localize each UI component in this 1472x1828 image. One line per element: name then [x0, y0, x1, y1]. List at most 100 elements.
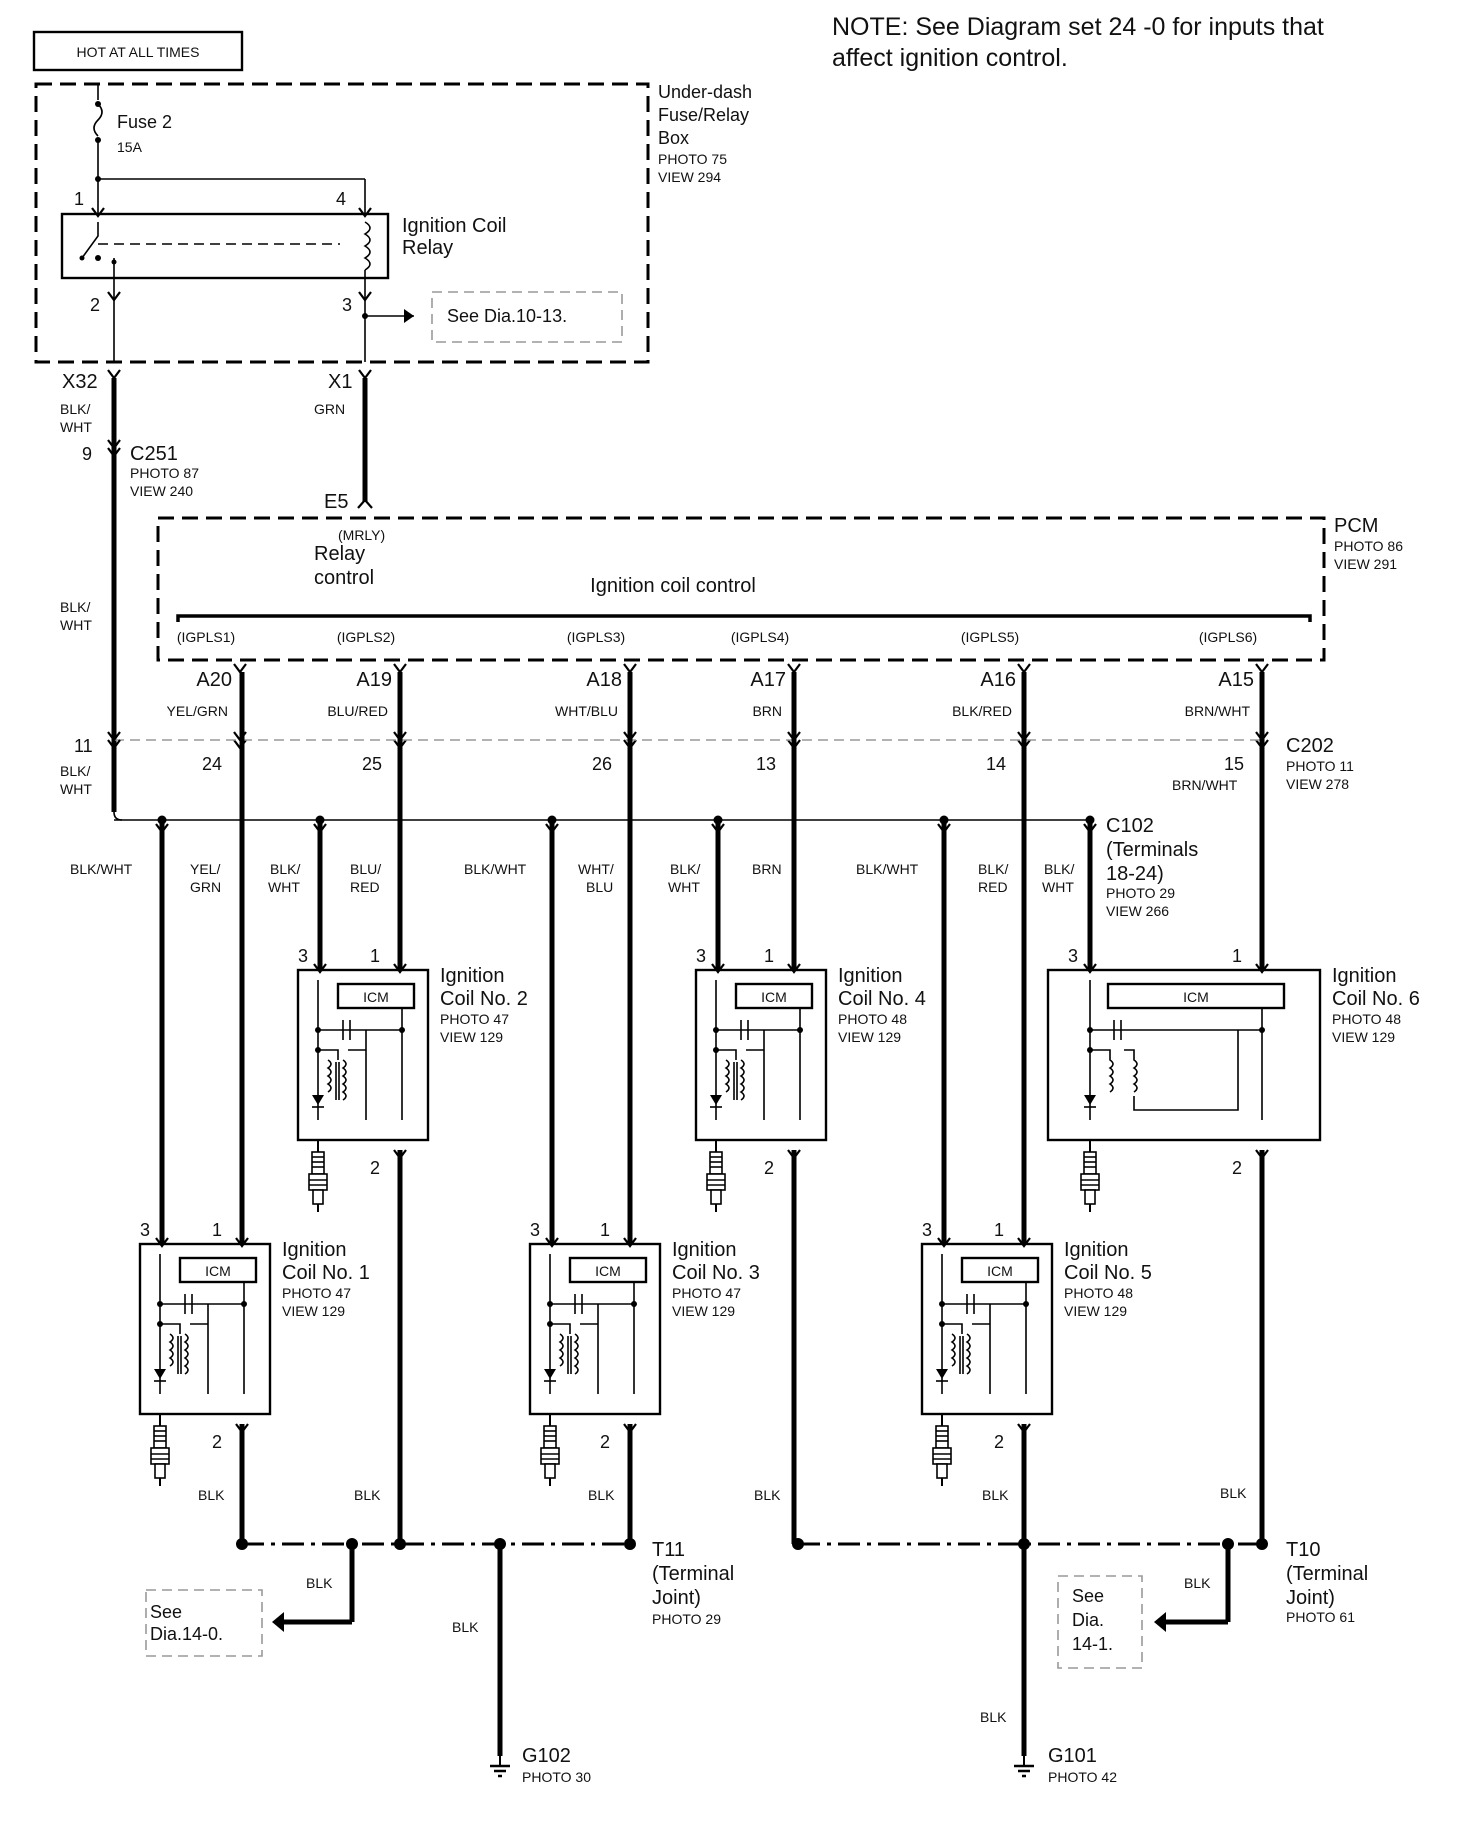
coil-4-pin1-label: 1 [764, 946, 774, 966]
pcm-photo: PHOTO 86 [1334, 538, 1403, 554]
pcm-wire-color-3: WHT/BLU [555, 703, 618, 719]
pcm-igpls-4: (IGPLS4) [731, 629, 789, 645]
c4-pin1-color: BRN [752, 861, 782, 877]
pcm-wire-color-5: BLK/RED [952, 703, 1012, 719]
g101-name: G101 [1048, 1745, 1097, 1767]
pcm-relay-control-2: control [314, 567, 374, 589]
joint-dot-3 [394, 1538, 406, 1550]
blk-label-c1: BLK [198, 1487, 225, 1503]
pcm-wire-color-2: BLU/RED [327, 703, 388, 719]
blk-wht-left-2: WHT [60, 617, 92, 633]
blk-wht-left-1: BLK/ [60, 599, 90, 615]
pcm-wire-color-4: BRN [752, 703, 782, 719]
c202-pin-left: 11 [74, 736, 93, 756]
relay-pin-2: 2 [90, 295, 100, 315]
coil-5-pin1-label: 1 [994, 1220, 1004, 1240]
t11-photo: PHOTO 29 [652, 1611, 721, 1627]
coil-6-return [1133, 1030, 1239, 1111]
joint-dot-5 [624, 1538, 636, 1550]
see-dia-14-0-box [145, 1589, 263, 1657]
ignition-coil-4: ICM [694, 968, 828, 1142]
c202-pin-3: 26 [592, 754, 612, 774]
c202-name: C202 [1286, 735, 1334, 757]
x1-color: GRN [314, 401, 345, 417]
see-dia-10-13: See Dia.10-13. [447, 306, 567, 326]
pcm-igpls-2: (IGPLS2) [337, 629, 395, 645]
c2-pin1-color-a: BLU/ [350, 861, 381, 877]
coil-6-icm-label: ICM [1183, 989, 1209, 1005]
note-line-2: affect ignition control. [832, 44, 1068, 72]
coil-3-photo: PHOTO 47 [672, 1285, 741, 1301]
coil-6-pin2-label: 2 [1232, 1158, 1242, 1178]
coil-2-pin1-label: 1 [370, 946, 380, 966]
g101-photo: PHOTO 42 [1048, 1769, 1117, 1785]
t10-joint: Joint) [1286, 1587, 1335, 1609]
c202-pin-6: 15 [1224, 754, 1244, 774]
coil-3-spark-plug-icon [540, 1413, 560, 1487]
coil-1-spark-plug-icon [150, 1413, 170, 1487]
c202-left-color-2: WHT [60, 781, 92, 797]
ignition-coil-relay [60, 212, 390, 280]
pcm-wire-color-6: BRN/WHT [1185, 703, 1251, 719]
coil-5-view: VIEW 129 [1064, 1303, 1127, 1319]
coil-3-icm-label: ICM [595, 1263, 621, 1279]
see-14-1-blk: BLK [1184, 1575, 1211, 1591]
coil-6-icm-box [1106, 982, 1286, 1010]
pcm-pin-fork-1 [232, 662, 248, 674]
coil-5-name-2: Coil No. 5 [1064, 1262, 1152, 1284]
ignition-coil-5: ICM [920, 1242, 1054, 1416]
coil-2-spark-plug-icon [308, 1139, 328, 1213]
pcm-box [156, 516, 1326, 662]
fuse-box-title-1: Under-dash [658, 82, 752, 102]
relay-pin-3: 3 [342, 295, 352, 315]
pcm-pin-fork-6 [1254, 662, 1270, 674]
coil-3-pin2-label: 2 [600, 1432, 610, 1452]
coil-6-node-c [1259, 1027, 1265, 1033]
relay-label-2: Relay [402, 237, 453, 259]
coil-1-pin2-label: 2 [212, 1432, 222, 1452]
coil-5-icm-label: ICM [987, 1263, 1013, 1279]
coil-4-pin3-label: 3 [696, 946, 706, 966]
coil-4-name-1: Ignition [838, 965, 903, 987]
pcm-name: PCM [1334, 515, 1378, 537]
coil-2-name-1: Ignition [440, 965, 505, 987]
x32-color-1: BLK/ [60, 401, 90, 417]
see-14-1-c: 14-1. [1072, 1634, 1113, 1654]
c5-pin1-color-b: RED [978, 879, 1008, 895]
coil-6-pin1-label: 1 [1232, 946, 1242, 966]
joint-dot-6 [792, 1538, 804, 1550]
fuse-name: Fuse 2 [117, 112, 172, 132]
g102-ground-icon [488, 1754, 512, 1778]
coil-6-spark-plug-icon [1080, 1139, 1100, 1213]
pcm-igpls-6: (IGPLS6) [1199, 629, 1257, 645]
c202-view: VIEW 278 [1286, 776, 1349, 792]
c251-pin: 9 [82, 444, 92, 464]
g102-photo: PHOTO 30 [522, 1769, 591, 1785]
c6-pin3-color-b: WHT [1042, 879, 1074, 895]
t10-photo: PHOTO 61 [1286, 1609, 1355, 1625]
pcm-igpls-5: (IGPLS5) [961, 629, 1019, 645]
see-14-0-b: Dia.14-0. [150, 1624, 223, 1644]
note-line-1: NOTE: See Diagram set 24 -0 for inputs t… [832, 13, 1324, 41]
pcm-view: VIEW 291 [1334, 556, 1397, 572]
c251-photo: PHOTO 87 [130, 465, 199, 481]
c202-pin-2: 25 [362, 754, 382, 774]
coil-6-name-2: Coil No. 6 [1332, 988, 1420, 1010]
blk-label-c5: BLK [982, 1487, 1009, 1503]
coil-2-view: VIEW 129 [440, 1029, 503, 1045]
t11-joint: Joint) [652, 1587, 701, 1609]
coil-5-pin2-label: 2 [994, 1432, 1004, 1452]
see-14-1-b: Dia. [1072, 1610, 1104, 1630]
g101-blk: BLK [980, 1709, 1007, 1725]
relay-pin-4: 4 [336, 189, 346, 209]
pcm-pin-fork-4 [786, 662, 802, 674]
ignition-coil-1: ICM [138, 1242, 272, 1416]
coil-4-icm-label: ICM [761, 989, 787, 1005]
g101-ground-icon [1012, 1754, 1036, 1778]
coil-control-bracket [176, 614, 1312, 622]
pcm-pin-5: A16 [980, 669, 1016, 691]
c202-photo: PHOTO 11 [1286, 758, 1354, 774]
c202-pin-4: 13 [756, 754, 776, 774]
see-14-0-a: See [150, 1602, 182, 1622]
g102-name: G102 [522, 1745, 571, 1767]
